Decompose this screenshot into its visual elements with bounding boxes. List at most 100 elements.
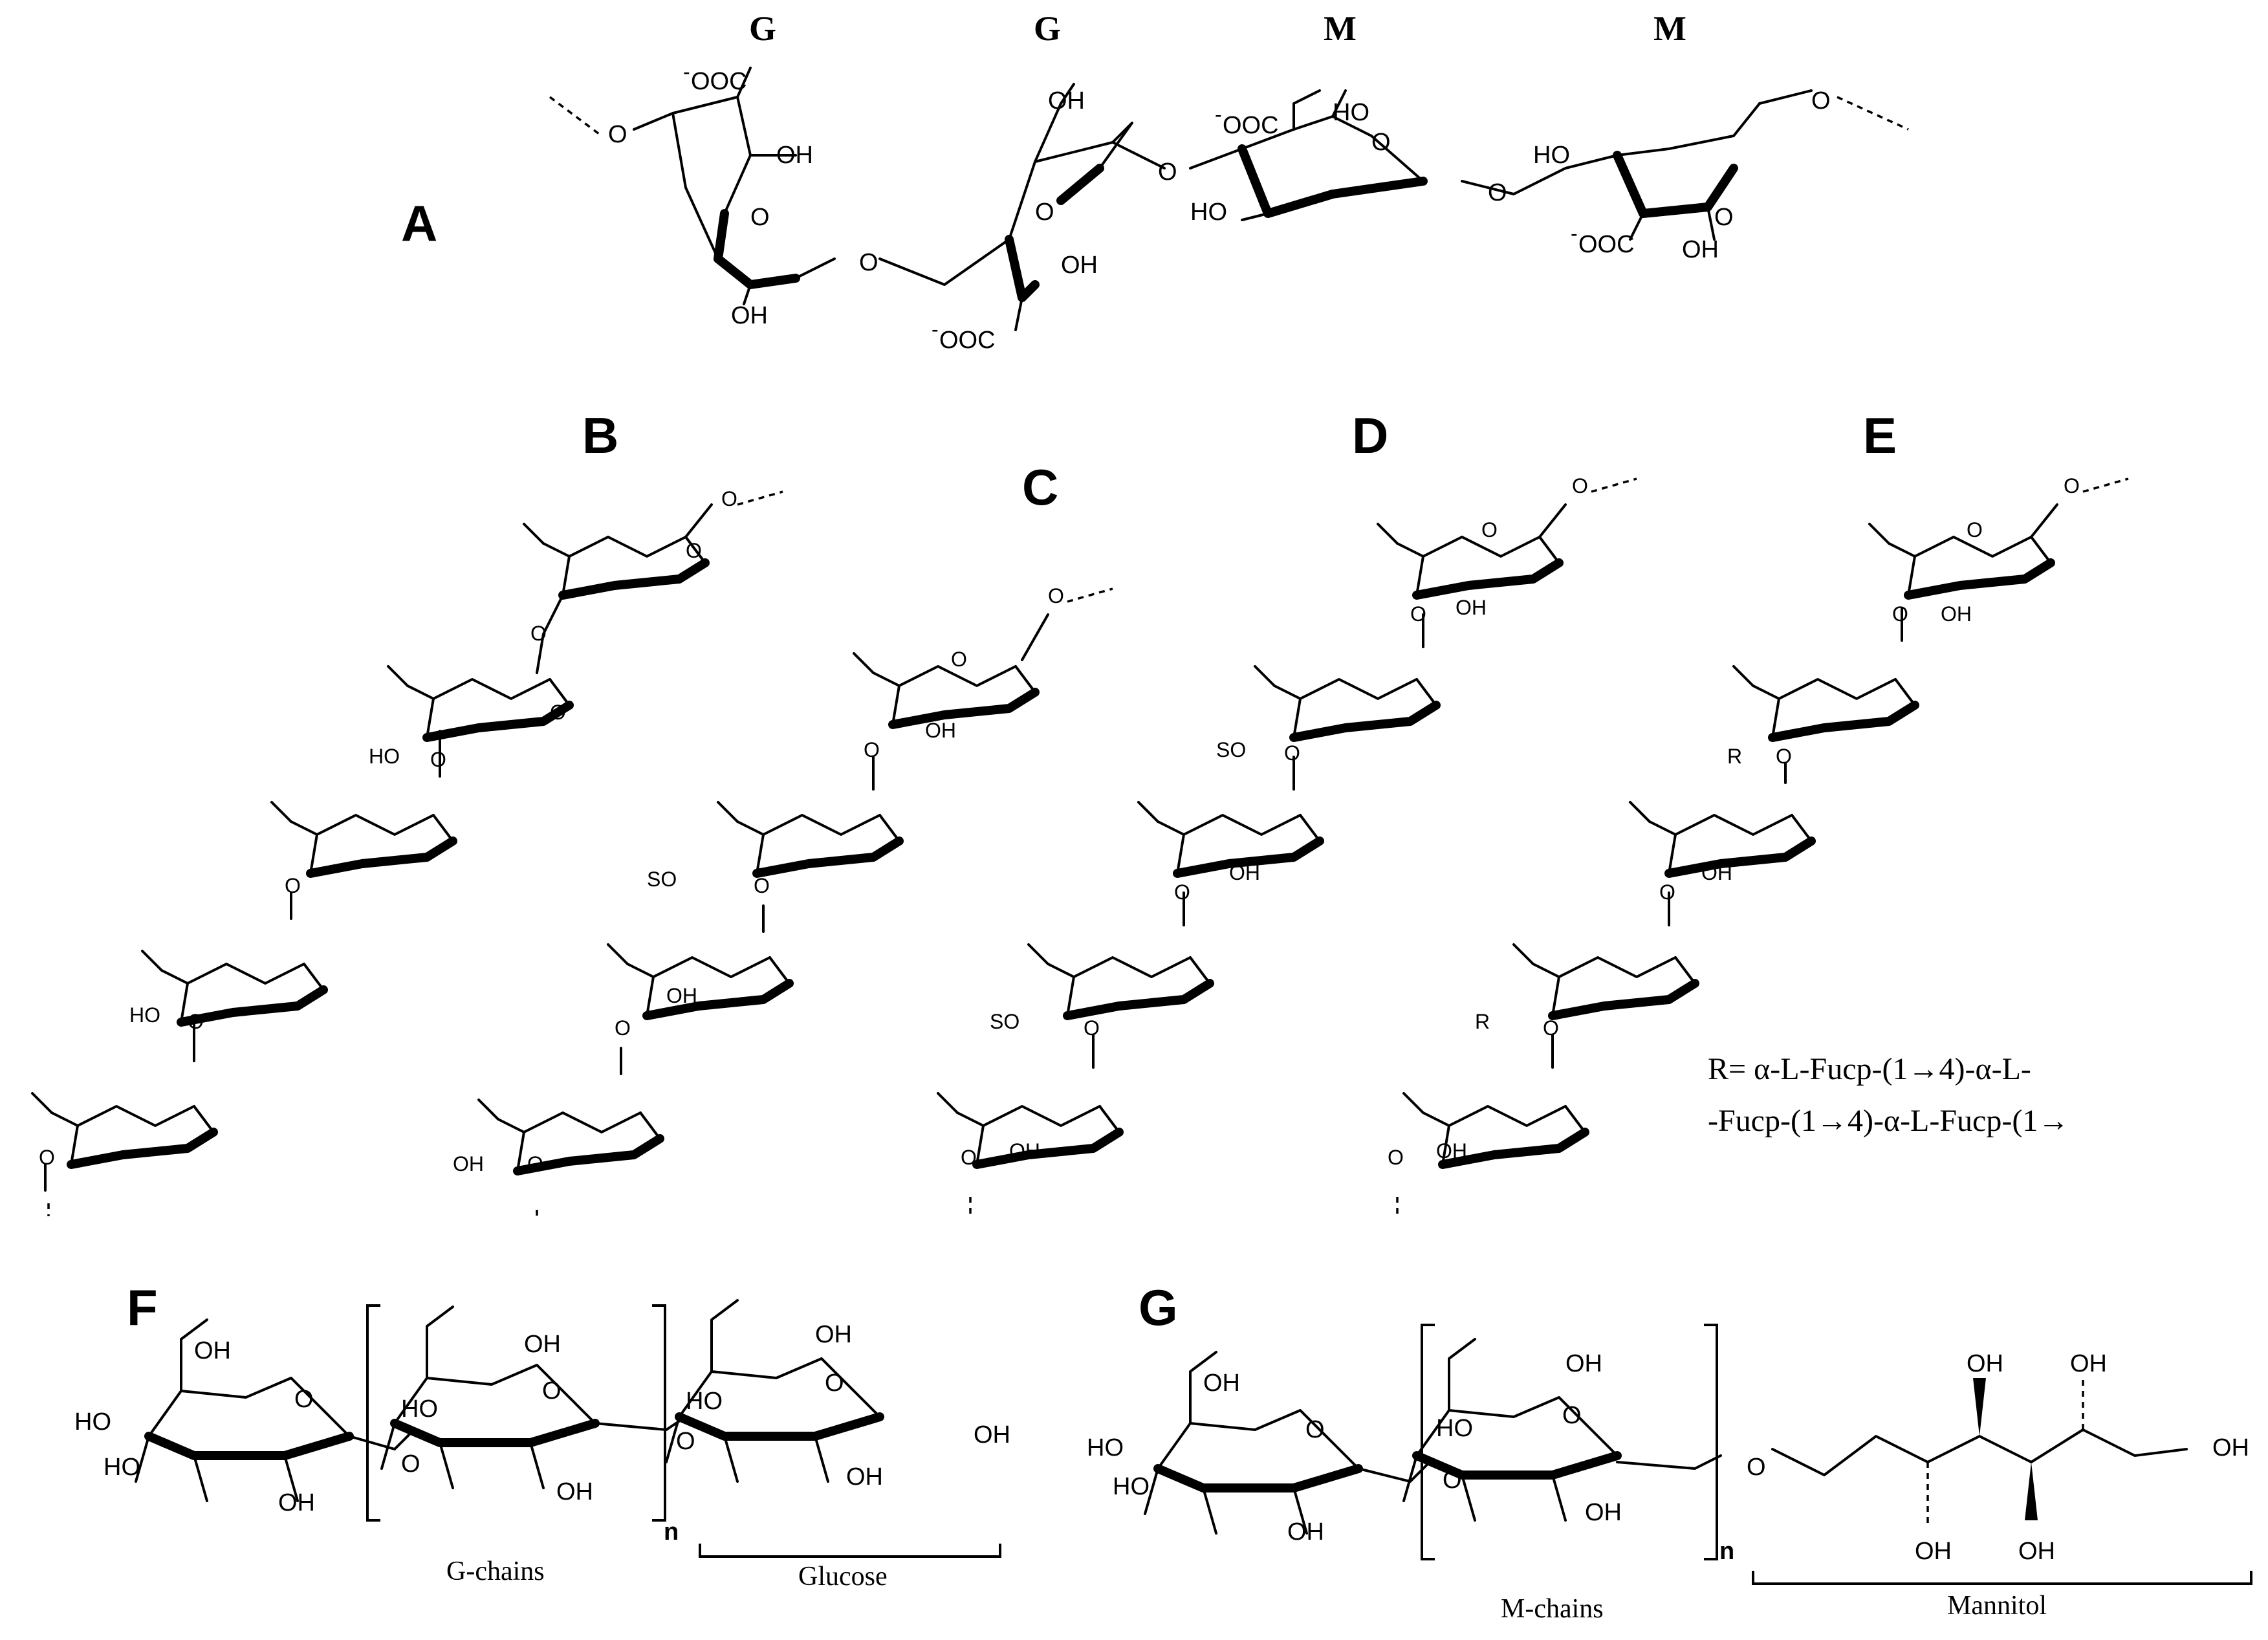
atom-o: O (686, 539, 702, 562)
atom-o: O (530, 622, 547, 645)
atom-o: O (615, 1016, 631, 1040)
atom-oh: OH (194, 1337, 231, 1364)
fucoidan-chain-c (479, 587, 1113, 1216)
atom-ho: HO (1533, 142, 1570, 169)
atom-o: O (1811, 87, 1831, 115)
r-definition-line2: -Fucp-(1→4)-α-L-Fucp-(1→ (1708, 1104, 2069, 1138)
atom-oh: OH (846, 1463, 883, 1491)
atom-oh: OH (1701, 861, 1732, 884)
fucoidan-chain-d (938, 477, 1637, 1216)
panel-label-g: G (1139, 1279, 1178, 1336)
atom-o: O (550, 701, 566, 724)
atom-minus: - (1571, 222, 1578, 245)
atom-oh: OH (1682, 236, 1719, 263)
atom-ho: HO (369, 745, 400, 768)
atom-o: O (1572, 474, 1588, 497)
atom-o: O (285, 874, 301, 897)
atom-oh: OH (1009, 1139, 1040, 1163)
atom-oh: OH (2212, 1434, 2249, 1461)
atom-oh: OH (278, 1489, 315, 1516)
atom-o3so: SO (1216, 738, 1246, 761)
atom-o: O (1481, 518, 1498, 541)
atom-o: O (1562, 1402, 1582, 1429)
atom-r: R (1475, 1010, 1490, 1033)
atom-o: O (721, 487, 737, 510)
atom-oh: OH (974, 1421, 1010, 1449)
atom-oh: OH (453, 1152, 484, 1175)
repeat-n: n (664, 1518, 679, 1546)
atom-o: O (1967, 518, 1983, 541)
atom-o: O (1410, 602, 1426, 626)
alginate-structure (549, 67, 1909, 331)
unit-label-g2: G (1034, 9, 1061, 48)
atom-oh: OH (524, 1331, 561, 1358)
atom-oh: OH (925, 719, 956, 742)
atom-oh: OH (1915, 1538, 1952, 1565)
atom-oh: OH (556, 1478, 593, 1505)
atom-o: O (527, 1152, 543, 1175)
unit-label-m2: M (1653, 9, 1686, 48)
atom-ho: HO (1113, 1473, 1150, 1500)
atom-o: O (1747, 1454, 1766, 1481)
atom-minus: - (1215, 103, 1222, 126)
atom-oh: OH (1287, 1518, 1324, 1546)
atom-o: O (859, 249, 878, 276)
atom-o: O (1035, 199, 1054, 226)
atom-ooc: OOC (1578, 231, 1635, 258)
atom-ho: HO (1087, 1434, 1124, 1461)
atom-ho: HO (1190, 199, 1227, 226)
r-definition-line1: R= α-L-Fucp-(1→4)-α-L- (1708, 1052, 2031, 1086)
alginate-atom-labels: O - OOC OH O OH O OH O OH - OOC O - OOC … (608, 60, 1831, 354)
panel-label-f: F (127, 1279, 158, 1336)
atom-oh: OH (1585, 1499, 1622, 1526)
atom-o: O (1714, 204, 1734, 231)
atom-oh: OH (2018, 1538, 2055, 1565)
atom-o: O (1284, 741, 1300, 765)
atom-o: O (1488, 179, 1507, 206)
atom-o: O (750, 204, 770, 231)
caption-m-chains: M-chains (1501, 1594, 1604, 1624)
atom-ho: HO (129, 1003, 160, 1027)
laminarin-g-structure (136, 1300, 1001, 1558)
atom-oh: OH (666, 984, 697, 1007)
atom-oh: OH (1048, 87, 1085, 115)
atom-oh: OH (1229, 861, 1260, 884)
atom-ho: HO (1333, 99, 1369, 126)
caption-mannitol: Mannitol (1947, 1591, 2047, 1621)
atom-o: O (1371, 129, 1391, 156)
atom-ho: HO (1436, 1415, 1473, 1442)
atom-o: O (608, 121, 627, 148)
atom-oh: OH (1061, 252, 1098, 279)
atom-o: O (542, 1377, 562, 1405)
atom-oh: OH (1967, 1350, 2003, 1377)
fucoidan-chain-e-labels: O O OH O R O OH O R O OH O (1388, 474, 2080, 1169)
atom-oh: OH (1436, 1139, 1467, 1163)
atom-minus: - (683, 60, 690, 83)
fucoidan-chain-b-labels: O O O O HO O O HO O O (39, 487, 737, 1169)
caption-glucose: Glucose (798, 1562, 888, 1591)
atom-o: O (188, 1010, 204, 1033)
caption-g-chains: G-chains (446, 1557, 545, 1586)
panel-label-e: E (1863, 407, 1897, 464)
atom-o: O (1305, 1416, 1325, 1443)
panel-label-d: D (1352, 407, 1388, 464)
atom-ho: HO (104, 1454, 140, 1481)
atom-o: O (294, 1386, 314, 1413)
fucoidan-chain-d-labels: O O OH O SO O OH O SO O OH O (961, 474, 1588, 1169)
atom-r: R (1727, 745, 1742, 768)
atom-oh: OH (815, 1321, 852, 1348)
atom-o: O (430, 748, 446, 771)
panel-label-b: B (582, 407, 618, 464)
atom-o: O (1659, 880, 1675, 904)
atom-ooc: OOC (691, 68, 747, 95)
atom-o: O (1443, 1467, 1462, 1494)
atom-o: O (1158, 159, 1177, 186)
atom-o: O (961, 1146, 977, 1169)
atom-oh: OH (776, 142, 813, 169)
unit-label-m1: M (1324, 9, 1357, 48)
fucoidan-chain-c-labels: O O OH O SO O OH O OH O (453, 584, 1064, 1175)
atom-ho: HO (686, 1388, 723, 1415)
atom-o3so: SO (647, 868, 677, 891)
atom-minus: - (932, 318, 939, 341)
